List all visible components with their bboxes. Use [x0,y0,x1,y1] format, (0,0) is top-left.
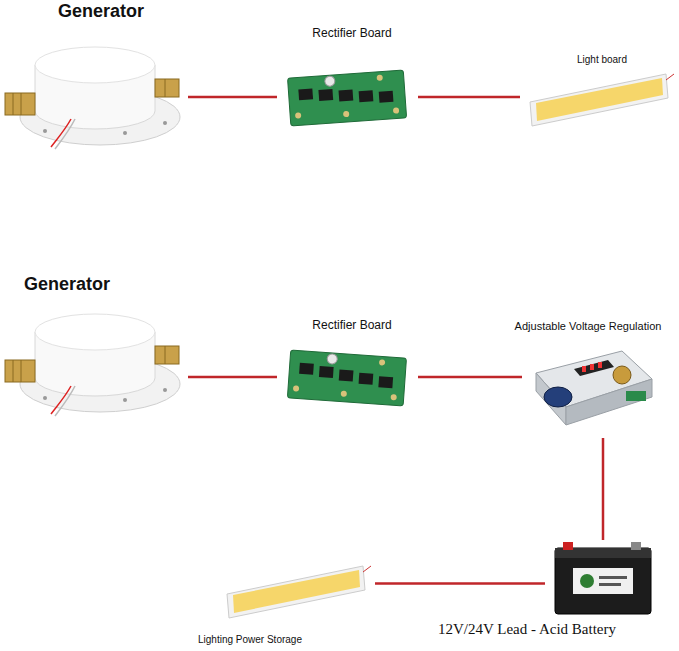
wire-connector [602,438,605,540]
component-label: 12V/24V Lead - Acid Battery [438,621,616,638]
wire-connector [418,376,522,379]
component-node: Lighting Power Storage [225,552,367,622]
component-label: Generator [58,1,144,22]
wire-connector [188,96,277,99]
wire-connector [188,376,277,379]
component-node: Rectifier Board [285,348,410,406]
component-node: 12V/24V Lead - Acid Battery [553,540,653,615]
component-node: Generator [5,302,180,420]
wire-connector [418,96,520,99]
component-node: Rectifier Board [285,68,410,126]
component-label: Light board [577,54,627,66]
component-label: Adjustable Voltage Regulation [515,320,662,333]
component-label: Rectifier Board [312,319,391,333]
component-node: Light board [528,60,668,128]
component-node: Generator [5,35,180,150]
component-label: Rectifier Board [312,27,391,41]
wire-connector [375,582,545,585]
component-label: Generator [24,274,110,295]
component-node: Adjustable Voltage Regulation [530,345,655,430]
component-label: Lighting Power Storage [198,634,302,646]
